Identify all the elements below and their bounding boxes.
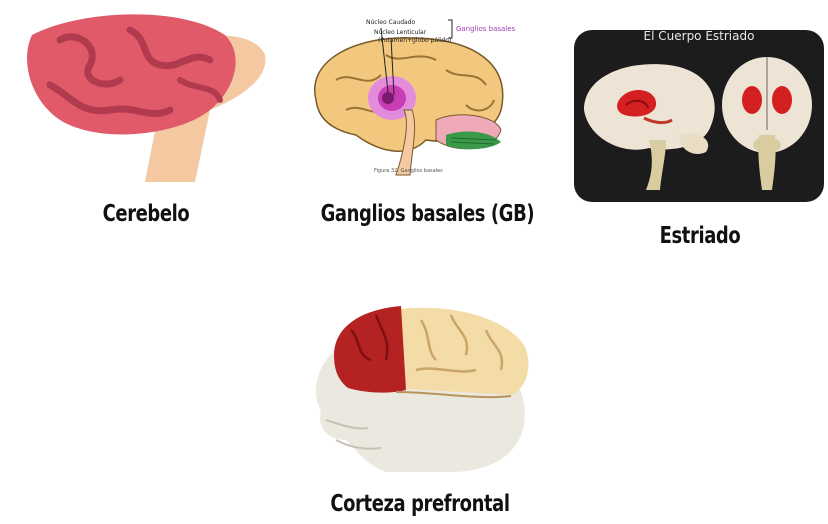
striatum-3d-render-icon: El Cuerpo Estriado (574, 30, 824, 202)
cerebellum-card (20, 10, 272, 182)
basal-ganglia-diagram-icon: Núcleo Caudado Núcleo Lenticular (Putame… (296, 10, 548, 182)
prefrontal-cortex-card (296, 300, 548, 474)
basal-ganglia-card: Núcleo Caudado Núcleo Lenticular (Putame… (296, 10, 548, 182)
striatum-card: El Cuerpo Estriado (574, 30, 824, 202)
cerebellum-illustration-icon (20, 10, 272, 182)
cerebellum-label: Cerebelo (68, 201, 224, 227)
basal-ganglia-label: Ganglios basales (GB) (321, 201, 524, 227)
prefrontal-cortex-label: Corteza prefrontal (326, 491, 513, 517)
striatum-image-title: El Cuerpo Estriado (644, 30, 755, 43)
diagram-label-putamen: (Putamen+globo pálido) (378, 37, 451, 44)
prefrontal-cortex-render-icon (296, 300, 548, 474)
diagram-bracket-label: Ganglios basales (456, 25, 516, 33)
diagram-label-lenticular: Núcleo Lenticular (374, 29, 427, 36)
diagram-label-caudate: Núcleo Caudado (366, 19, 415, 26)
diagram-figure-caption: Figura 32. Ganglios basales (374, 168, 443, 174)
striatum-label: Estriado (622, 223, 778, 249)
